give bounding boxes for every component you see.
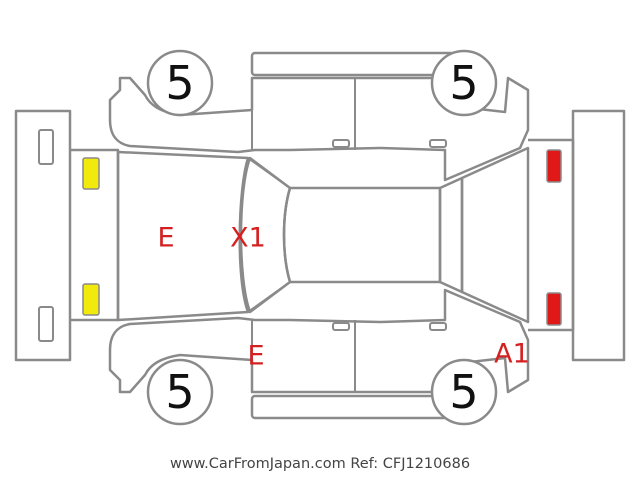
rear-panel bbox=[528, 138, 575, 332]
tire-rear-left: 5 bbox=[430, 49, 498, 117]
tire-front-left: 5 bbox=[146, 49, 214, 117]
front-bumper-slot-top bbox=[38, 129, 54, 165]
front-bumper bbox=[14, 109, 72, 362]
left-side-panel bbox=[108, 76, 530, 182]
rear-light-top bbox=[546, 149, 562, 183]
watermark-text: www.CarFromJapan.com Ref: CFJ1210686 bbox=[169, 456, 471, 472]
front-bumper-slot-bottom bbox=[38, 306, 54, 342]
tire-rear-right-label: 5 bbox=[449, 365, 478, 419]
trunk bbox=[460, 146, 530, 324]
rear-window bbox=[438, 176, 464, 294]
tire-rear-left-label: 5 bbox=[449, 56, 478, 110]
tire-front-right: 5 bbox=[146, 358, 214, 426]
tire-front-right-label: 5 bbox=[165, 365, 194, 419]
tire-rear-right: 5 bbox=[430, 358, 498, 426]
hood bbox=[116, 150, 250, 322]
roof bbox=[282, 186, 442, 284]
door-handle-left-rear bbox=[429, 139, 447, 148]
front-light-bottom bbox=[82, 283, 100, 316]
roof-rail-bottom bbox=[250, 394, 456, 420]
damage-code-hood: E bbox=[157, 223, 174, 254]
damage-code-windshield: X1 bbox=[230, 223, 266, 254]
tire-front-left-label: 5 bbox=[165, 56, 194, 110]
damage-code-right-front-door: E bbox=[247, 341, 264, 372]
rear-bumper bbox=[571, 109, 626, 362]
right-side-panel bbox=[108, 288, 530, 394]
damage-code-right-rear-quarter: A1 bbox=[494, 339, 530, 370]
rear-light-bottom bbox=[546, 292, 562, 326]
door-handle-left-front bbox=[332, 139, 350, 148]
door-handle-right-rear bbox=[429, 322, 447, 331]
front-light-top bbox=[82, 157, 100, 190]
door-handle-right-front bbox=[332, 322, 350, 331]
roof-rail-top bbox=[250, 51, 456, 77]
